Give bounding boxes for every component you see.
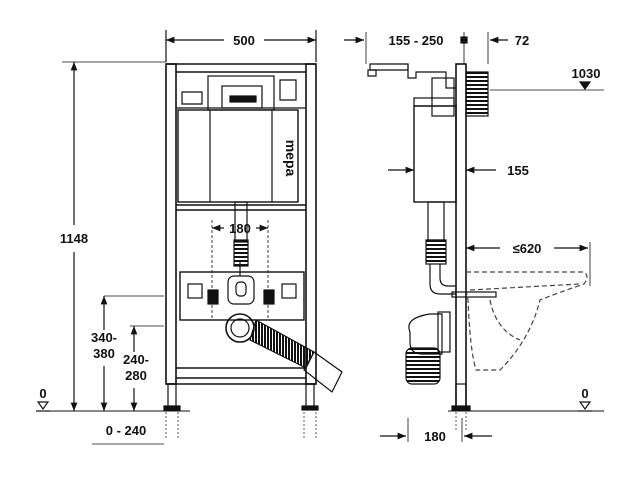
front-feet [163,383,319,440]
side-waste-elbow [408,313,443,355]
cistern [176,75,306,203]
foot-adjust-label: 0 - 240 [106,423,146,438]
side-actuator [367,63,456,117]
waste-height-label-2: 380 [93,346,115,361]
supply-height-label-2: 280 [125,368,147,383]
front-zero-label: 0 [39,386,46,401]
side-waste-stub [437,311,451,353]
front-view: 500 1148 [36,30,343,445]
toilet-bowl-outline [465,271,588,371]
side-grille [465,71,489,117]
top-height-label: 1030 [572,66,601,81]
depth-dimension [344,32,508,64]
side-cistern [413,105,457,203]
cistern-offset-label: 155 [507,163,529,178]
mounting-plate [179,262,305,321]
side-flush-connector [425,239,447,265]
side-zero-label: 0 [581,386,588,401]
bowl-projection-label: ≤620 [513,241,542,256]
side-waste-bellows [405,347,441,385]
supply-height-dimension [130,325,164,411]
width-label: 500 [233,33,255,48]
front-zero-marker [36,401,50,412]
flush-pipe-connector [233,239,249,267]
brand-logo: mepa [283,140,299,177]
width-dimension [165,30,317,62]
side-frame [455,63,467,411]
spacing-label: 180 [229,221,251,236]
spacing-dimension [211,220,269,320]
side-view: 155 - 250 72 1030 155 ≤620 [344,32,604,444]
waste-height-label-1: 340- [91,330,117,345]
waste-height-dimension [100,295,164,411]
height-dimension [62,61,166,411]
bolt [451,291,497,298]
frame [165,63,317,385]
pipe-offset-label: 180 [424,429,446,444]
depth-range-label: 155 - 250 [389,33,444,48]
waste-pipe [225,313,343,393]
side-flush-bend [429,264,456,295]
height-label: 1148 [60,231,88,246]
supply-height-label-1: 240- [123,352,149,367]
frame-depth-label: 72 [515,33,529,48]
side-zero-marker [578,401,592,412]
